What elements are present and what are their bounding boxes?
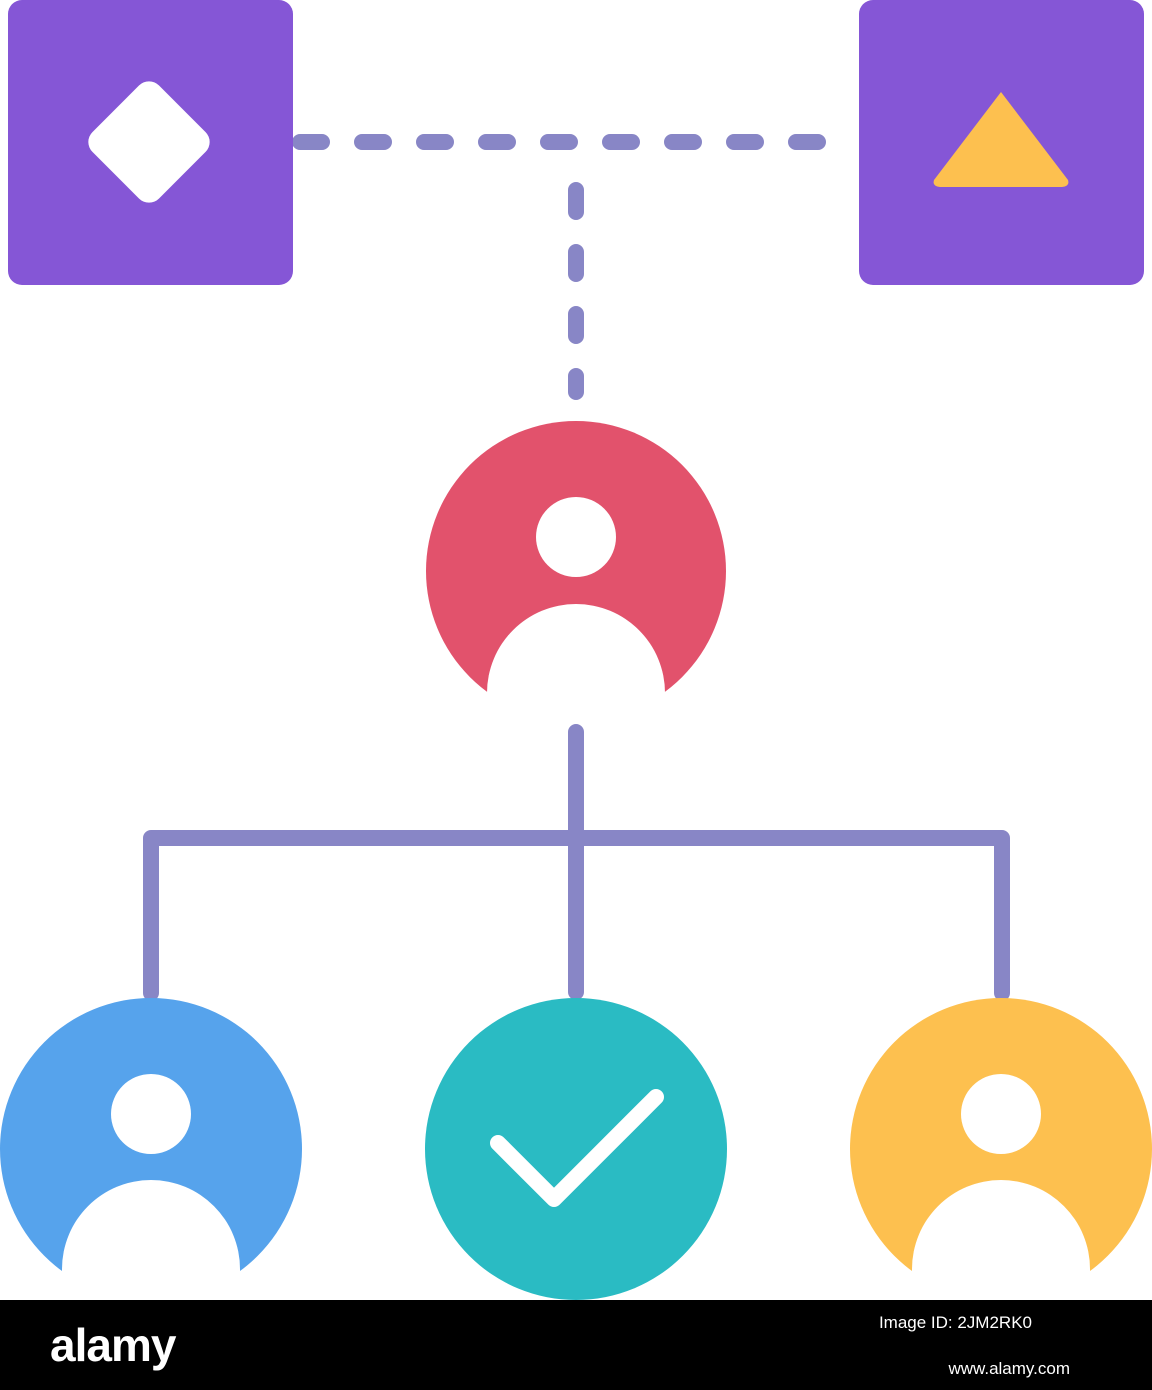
diamond-icon: [88, 81, 210, 203]
source-url-text: www.alamy.com: [948, 1359, 1070, 1378]
image-id-text: Image ID: 2JM2RK0: [878, 1313, 1032, 1332]
person-icon: [487, 497, 665, 730]
child-node-left: [0, 998, 302, 1300]
triangle-icon: [933, 92, 1069, 187]
brand-logo: alamy: [50, 1319, 176, 1371]
checkmark-icon: [490, 1089, 664, 1207]
tree-connector: [143, 724, 1010, 1001]
child-node-check: [425, 998, 727, 1300]
top-left-box: [8, 0, 293, 285]
org-diagram: [0, 0, 1152, 1300]
manager-node: [426, 421, 726, 730]
watermark-footer: alamy Image ID: 2JM2RK0 www.alamy.com: [0, 1300, 1152, 1390]
child-node-right: [850, 998, 1152, 1300]
top-right-box: [859, 0, 1144, 285]
person-icon: [912, 1074, 1090, 1300]
person-icon: [62, 1074, 240, 1300]
